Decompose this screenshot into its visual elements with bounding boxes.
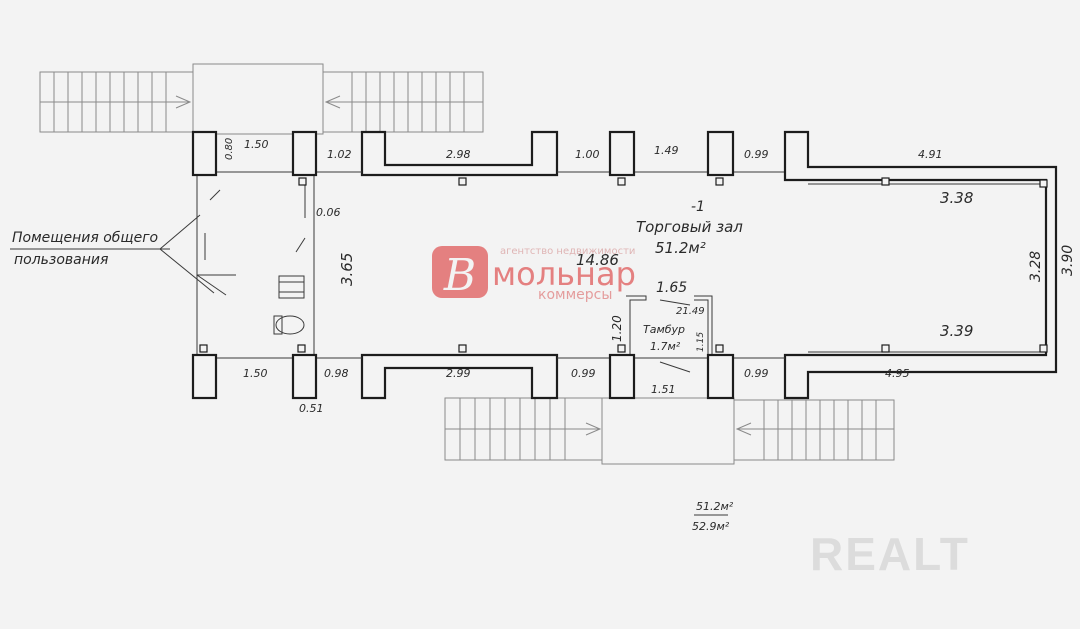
stairs-top-left xyxy=(39,63,324,135)
dim-label: 1.02 xyxy=(327,148,352,161)
dim-label: 14.86 xyxy=(576,251,619,269)
agency-logo-mark xyxy=(432,246,488,298)
total-area-2: 52.9м² xyxy=(692,520,730,533)
common-rooms-label-1: Помещения общего xyxy=(12,230,158,246)
dim-label: 3.38 xyxy=(940,189,973,207)
agency-watermark: B агентство недвижимости мольнар коммерс… xyxy=(432,246,636,303)
columns xyxy=(191,130,735,400)
stairs-bottom xyxy=(444,397,895,465)
dim-label: 2.99 xyxy=(446,367,471,380)
dimensions: 0.80 1.50 1.02 2.98 1.00 1.49 0.99 4.91 … xyxy=(224,138,1076,415)
room-number: -1 xyxy=(691,199,705,215)
vestibule-area: 1.7м² xyxy=(650,340,681,353)
dim-label: 1.65 xyxy=(656,280,687,296)
pier xyxy=(706,130,735,177)
pier xyxy=(191,353,218,400)
dim-label: 1.00 xyxy=(575,148,600,161)
walls xyxy=(10,130,1058,400)
realt-logo: REALT xyxy=(810,528,970,580)
agency-sub: коммерсы xyxy=(538,287,612,303)
column-markers xyxy=(199,177,1048,353)
svg-text:B: B xyxy=(443,250,476,301)
dim-label: 0.98 xyxy=(324,367,349,380)
dim-label: 4.91 xyxy=(918,148,943,161)
pier xyxy=(608,353,636,400)
dim-label: 0.80 xyxy=(224,138,235,160)
dim-label: 1.20 xyxy=(610,315,624,342)
dim-label: 1.50 xyxy=(243,367,268,380)
dim-label: 1.49 xyxy=(654,144,679,157)
common-rooms-label-2: пользования xyxy=(14,252,108,268)
dim-label: 1.50 xyxy=(244,138,269,151)
dim-label: 2.98 xyxy=(446,148,471,161)
dim-label: 0.51 xyxy=(299,402,324,415)
dim-label: 1.15 xyxy=(696,332,706,352)
dim-label: 4.95 xyxy=(885,367,910,380)
dim-label: 0.99 xyxy=(571,367,596,380)
vestibule-name: Тамбур xyxy=(643,323,685,336)
dim-label: 3.65 xyxy=(338,253,356,286)
agency-tagline: агентство недвижимости xyxy=(500,246,635,257)
pier xyxy=(706,353,735,400)
dim-label: 0.99 xyxy=(744,367,769,380)
dim-label: 1.51 xyxy=(651,383,676,396)
dim-label: 0.06 xyxy=(316,206,341,219)
dim-label: 3.39 xyxy=(940,322,973,340)
pier xyxy=(191,130,218,177)
dim-label: 21.49 xyxy=(676,306,705,317)
room-name: Торговый зал xyxy=(636,218,743,236)
dim-label: 3.28 xyxy=(1028,251,1044,282)
pier xyxy=(291,353,318,400)
dim-label: 3.90 xyxy=(1060,245,1076,276)
room-area: 51.2м² xyxy=(655,239,706,257)
pier xyxy=(291,130,318,177)
agency-name: мольнар xyxy=(492,255,636,293)
stairs-top-right xyxy=(322,71,484,133)
dim-label: 0.99 xyxy=(744,148,769,161)
total-area-1: 51.2м² xyxy=(696,500,734,513)
pier xyxy=(608,130,636,177)
